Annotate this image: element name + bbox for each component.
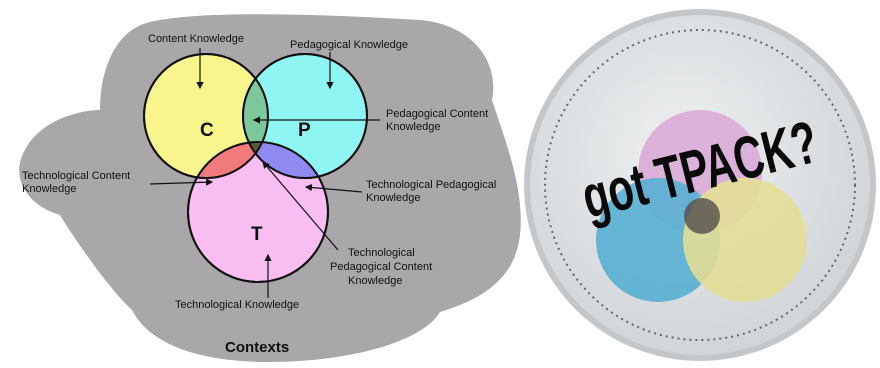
pedagogical-letter: P <box>298 120 311 141</box>
arrow-tpack <box>262 161 339 251</box>
pck-label-line1: Pedagogical Content <box>386 108 488 120</box>
tpk-label-line1: Technological Pedagogical <box>366 179 496 191</box>
button-dotted-border <box>544 29 856 341</box>
tck-label-line2: Knowledge <box>22 183 76 195</box>
content-letter: C <box>200 120 214 141</box>
got-tpack-button: got TPACK? <box>524 9 876 361</box>
content-knowledge-label: Content Knowledge <box>148 33 244 45</box>
technological-letter: T <box>251 224 263 245</box>
technological-knowledge-label: Technological Knowledge <box>175 299 299 311</box>
tpack-diagram: C P T Content Knowledge Pedagogical Know… <box>19 14 521 362</box>
tpack-label-line1: Technological <box>348 247 415 259</box>
contexts-label: Contexts <box>225 339 289 356</box>
tpack-label-line3: Knowledge <box>348 275 402 287</box>
arrow-tck <box>149 178 214 186</box>
pedagogical-knowledge-label: Pedagogical Knowledge <box>290 39 408 51</box>
tck-label-line1: Technological Content <box>22 170 130 182</box>
tpk-label-line2: Knowledge <box>366 192 420 204</box>
arrow-tpk <box>304 183 363 193</box>
button-center-overlap <box>684 198 720 234</box>
pck-label-line2: Knowledge <box>386 121 440 133</box>
tpack-label-line2: Pedagogical Content <box>330 261 432 273</box>
